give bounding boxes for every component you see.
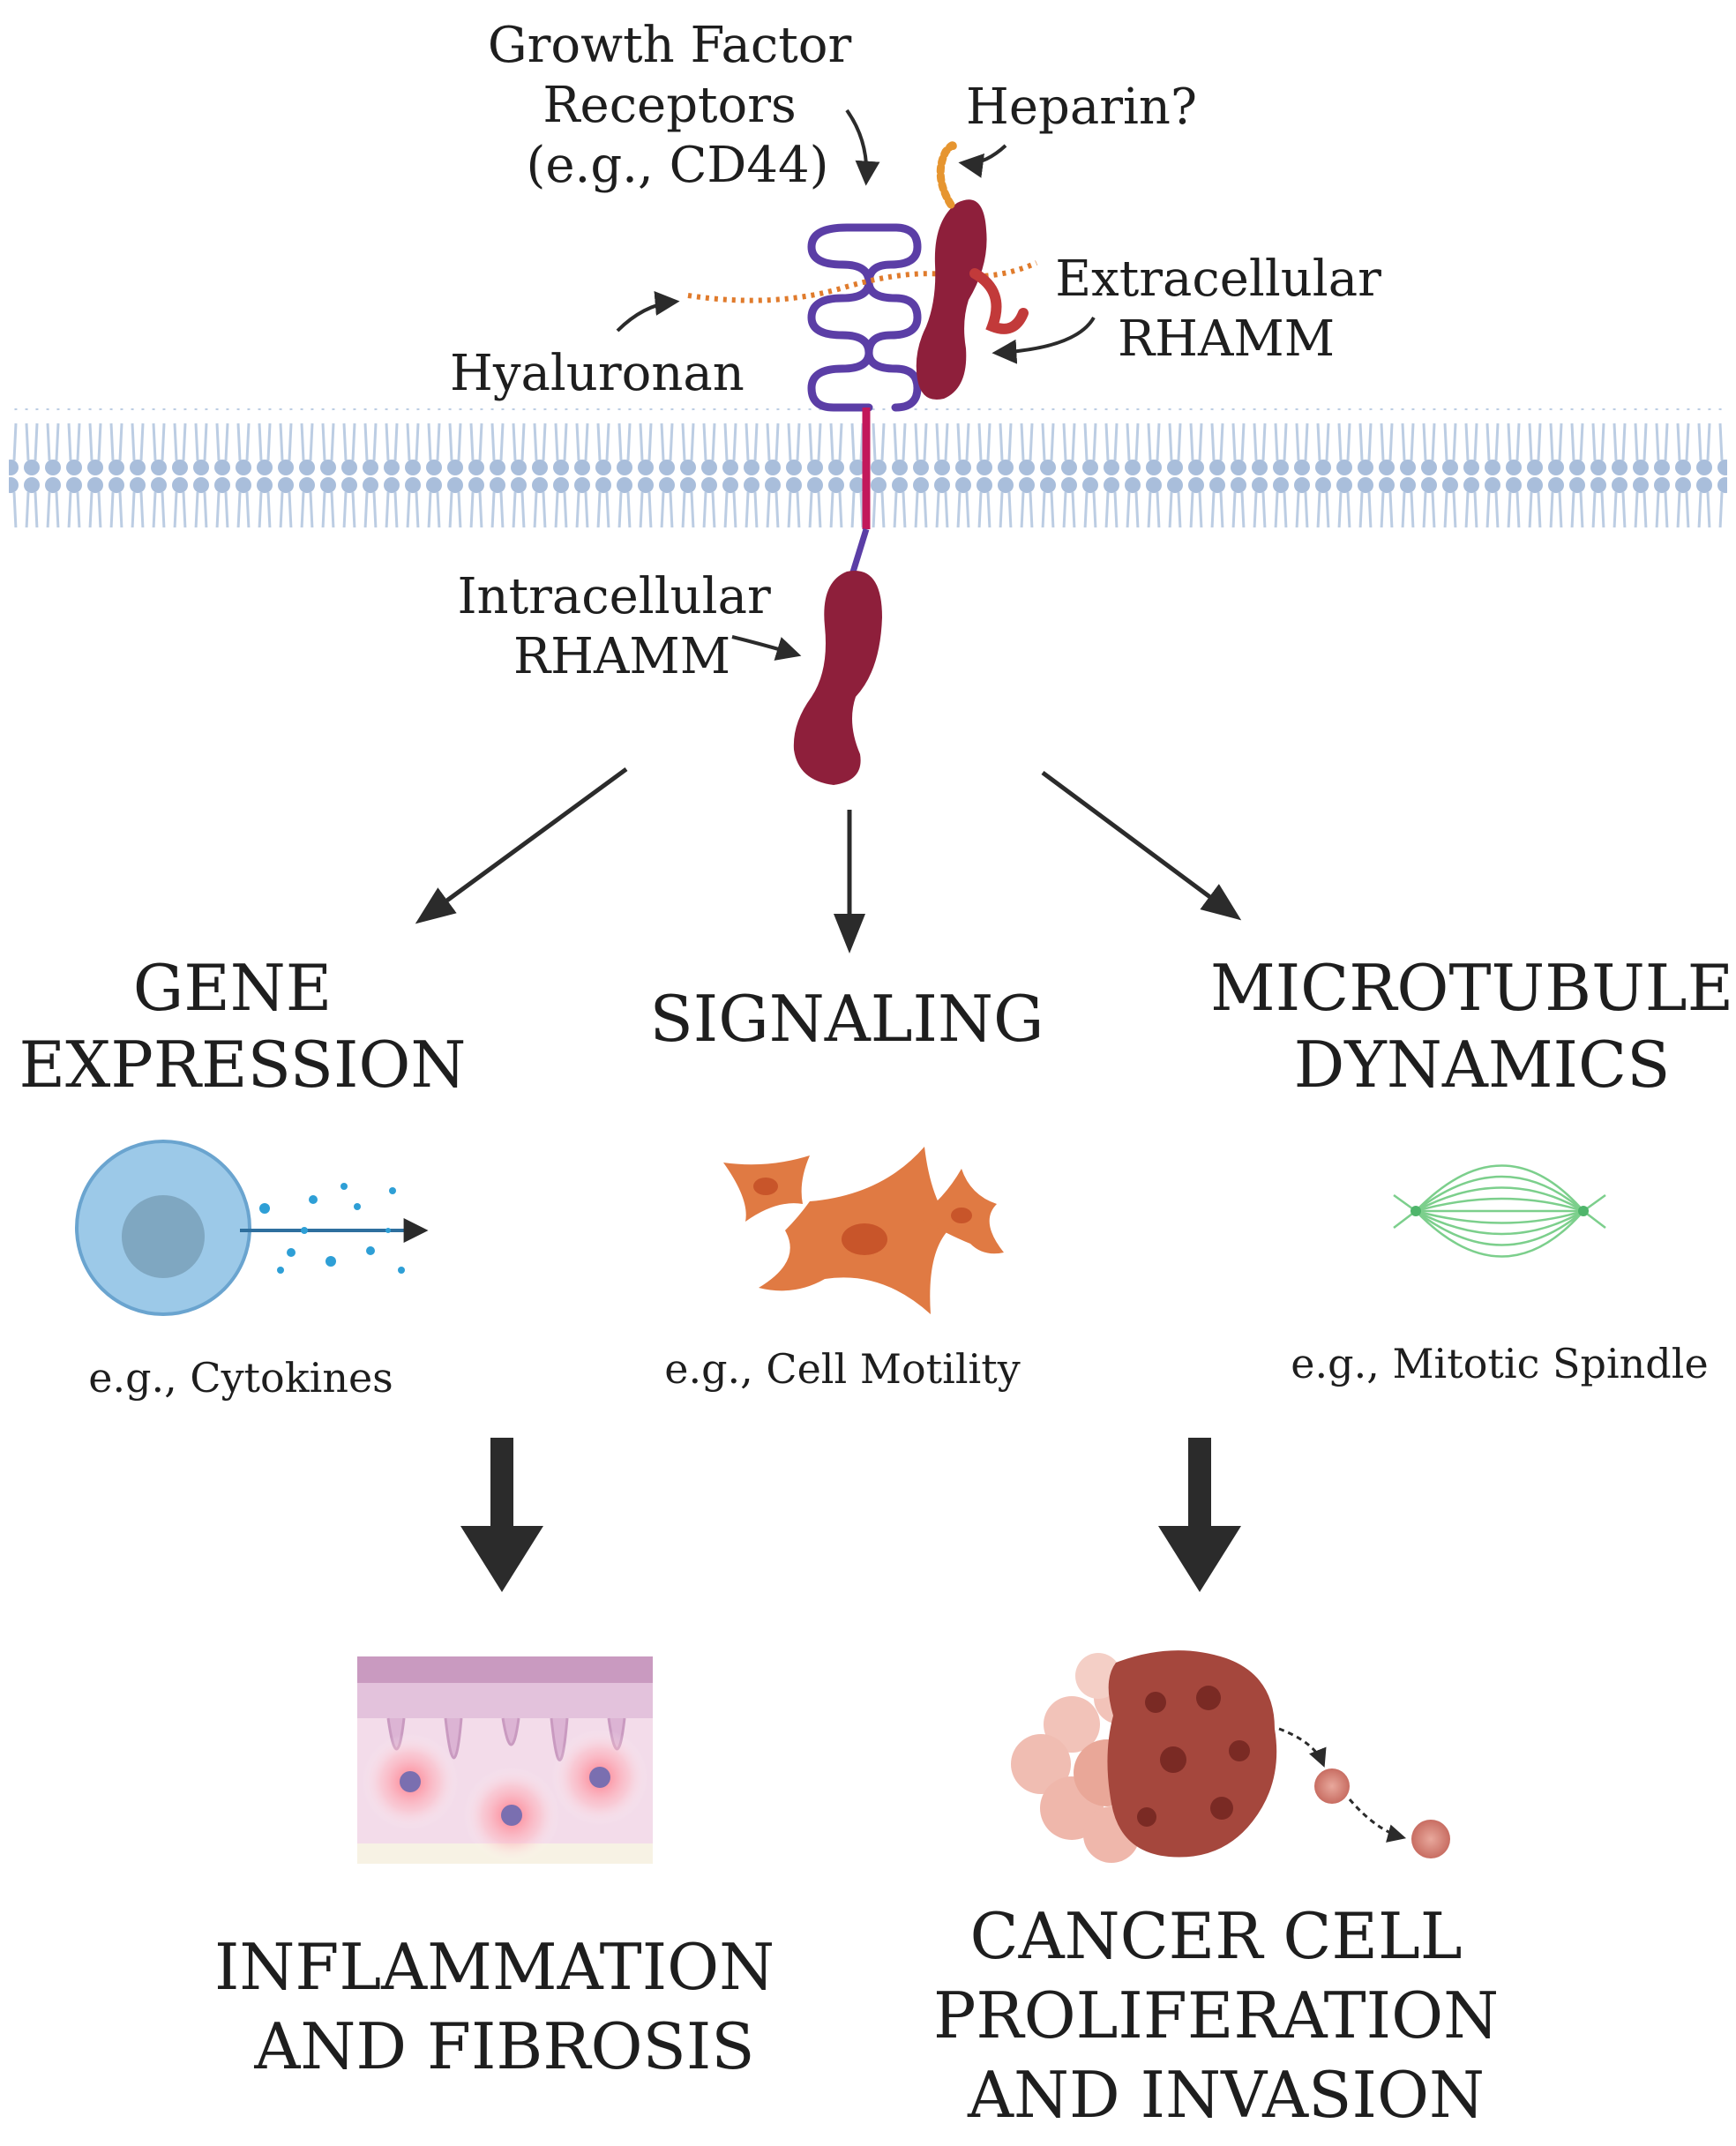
arrow-to-gene-expression [415,766,628,924]
growth-factor-receptor-icon [807,223,922,412]
cell-motility-caption: e.g., Cell Motility [664,1345,1021,1393]
growth-factor-receptors-label: Growth Factor Receptors (e.g., CD44) [488,17,867,194]
arrow-to-inflammation [460,1438,543,1592]
arrow-to-microtubule-dynamics [1041,770,1242,921]
inflammation-fibrosis-heading: INFLAMMATION AND FIBROSIS [214,1930,795,2083]
cytokine-release-icon [75,1140,429,1316]
mitotic-spindle-caption: e.g., Mitotic Spindle [1291,1340,1708,1387]
gene-expression-heading: GENE EXPRESSION [19,951,467,1102]
inflamed-tissue-icon [357,1656,653,1864]
extracellular-rhamm-tail [969,268,1029,334]
cell-motility-icon [723,1147,1004,1314]
cancer-proliferation-invasion-heading: CANCER CELL PROLIFERATION AND INVASION [933,1899,1519,2132]
arrow-to-cancer [1158,1438,1241,1592]
mitotic-spindle-icon [1393,1164,1606,1258]
heparin-chain [936,141,957,209]
cytokines-caption: e.g., Cytokines [88,1354,393,1402]
tumor-invasion-icon [1011,1650,1450,1863]
hyaluronan-label: Hyaluronan [450,345,745,402]
signaling-heading: SIGNALING [649,982,1044,1056]
heparin-label: Heparin? [966,79,1197,136]
extracellular-rhamm-icon [916,199,987,400]
intracellular-linker [848,527,870,579]
intracellular-rhamm-label: Intracellular RHAMM [457,568,786,685]
extracellular-rhamm-label: Extracellular RHAMM [1055,250,1396,368]
intracellular-rhamm-icon [793,571,882,785]
microtubule-dynamics-heading: MICROTUBULE DYNAMICS [1210,951,1736,1102]
